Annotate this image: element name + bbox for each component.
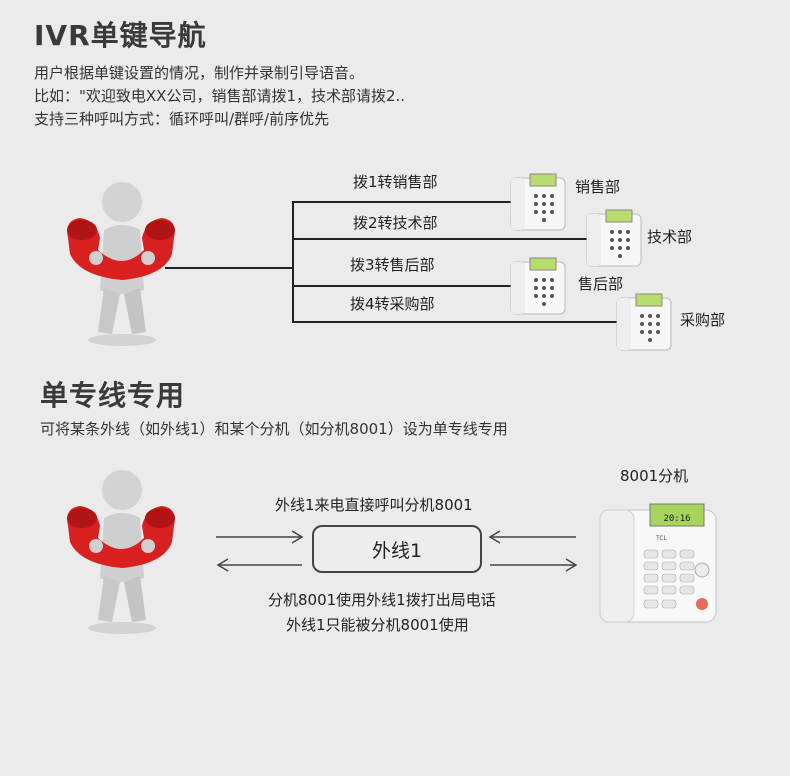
desk-phone-icon-tech: [586, 209, 642, 267]
desk-phone-icon-sales: [510, 173, 566, 231]
exclusive-use-label: 外线1只能被分机8001使用: [286, 616, 469, 634]
route-line-2: [292, 238, 588, 240]
person-with-handset-figure-2: [67, 470, 175, 634]
person-with-handset-figure: [67, 182, 175, 346]
phone-screen-time: 20:16: [663, 514, 690, 524]
route-label-3: 拨3转售后部: [350, 256, 435, 274]
ivr-bus-line: [292, 201, 294, 323]
section-title-dedicated: 单专线专用: [40, 379, 186, 412]
dedicated-description: 可将某条外线（如外线1）和某个分机（如分机8001）设为单专线专用: [40, 420, 508, 438]
ivr-trunk-line: [165, 267, 293, 269]
section-title-ivr: IVR单键导航: [34, 19, 207, 52]
route-line-3: [292, 285, 514, 287]
dept-label-purchase: 采购部: [680, 311, 726, 329]
outgoing-call-label: 分机8001使用外线1拨打出局电话: [268, 591, 496, 609]
route-line-4: [292, 321, 618, 323]
dept-label-aftersales: 售后部: [578, 275, 624, 293]
route-label-4: 拨4转采购部: [350, 295, 435, 313]
dept-label-tech: 技术部: [647, 228, 693, 246]
ivr-desc-line-1: 用户根据单键设置的情况，制作并录制引导语音。: [34, 64, 365, 82]
desk-phone-icon-aftersales: [510, 257, 566, 315]
desk-phone-large-icon: 20:16 TCL: [599, 503, 717, 623]
phone-brand-label: TCL: [655, 535, 668, 542]
ivr-description: 用户根据单键设置的情况，制作并录制引导语音。 比如："欢迎致电XX公司，销售部请…: [34, 62, 405, 131]
extension-label: 8001分机: [620, 467, 689, 485]
ivr-desc-line-3: 支持三种呼叫方式：循环呼叫/群呼/前序优先: [34, 110, 330, 128]
ivr-desc-line-2: 比如："欢迎致电XX公司，销售部请拨1，技术部请拨2..: [34, 87, 406, 105]
desk-phone-icon-purchase: [616, 293, 672, 351]
route-label-2: 拨2转技术部: [353, 214, 438, 232]
route-label-1: 拨1转销售部: [353, 173, 438, 191]
trunk-line-box: 外线1: [312, 525, 482, 573]
dept-label-sales: 销售部: [575, 178, 621, 196]
incoming-call-label: 外线1来电直接呼叫分机8001: [275, 496, 473, 514]
route-line-1: [292, 201, 514, 203]
